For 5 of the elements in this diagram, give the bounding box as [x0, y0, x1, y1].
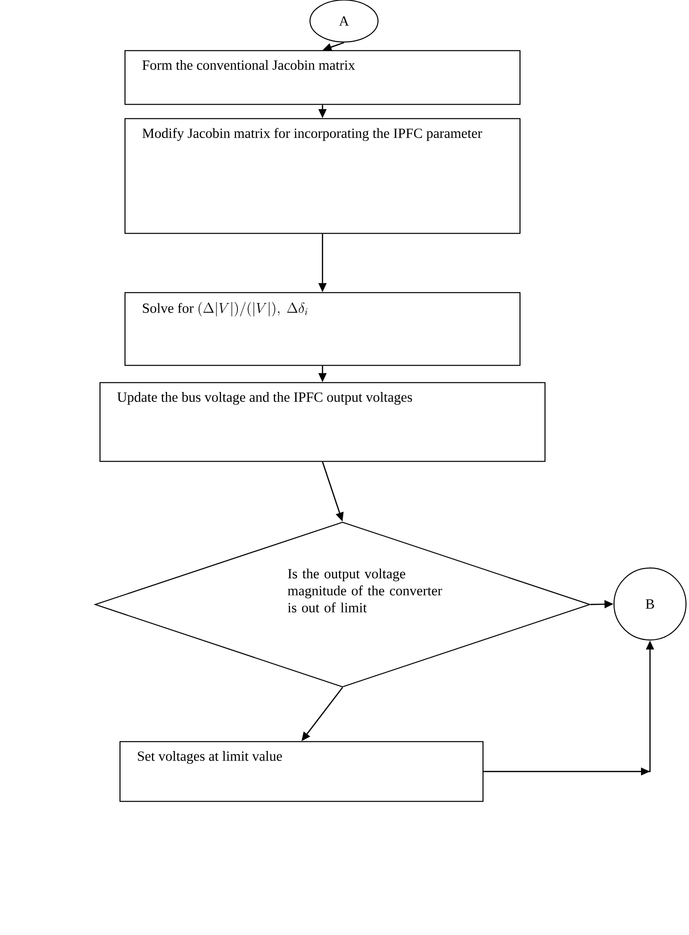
process-box: Set voltages at limit value	[120, 741, 484, 802]
process-box: Solve for $(\Delta|V|)/(|V|),\ \Delta\delta_{i}$	[124, 292, 520, 366]
process-box: Form the conventional Jacobin matrix	[124, 50, 520, 105]
process-box: Update the bus voltage and the IPFC output voltages	[100, 382, 546, 462]
process-box: Modify Jacobin matrix for incorporating the IPFC parameter	[124, 118, 520, 234]
